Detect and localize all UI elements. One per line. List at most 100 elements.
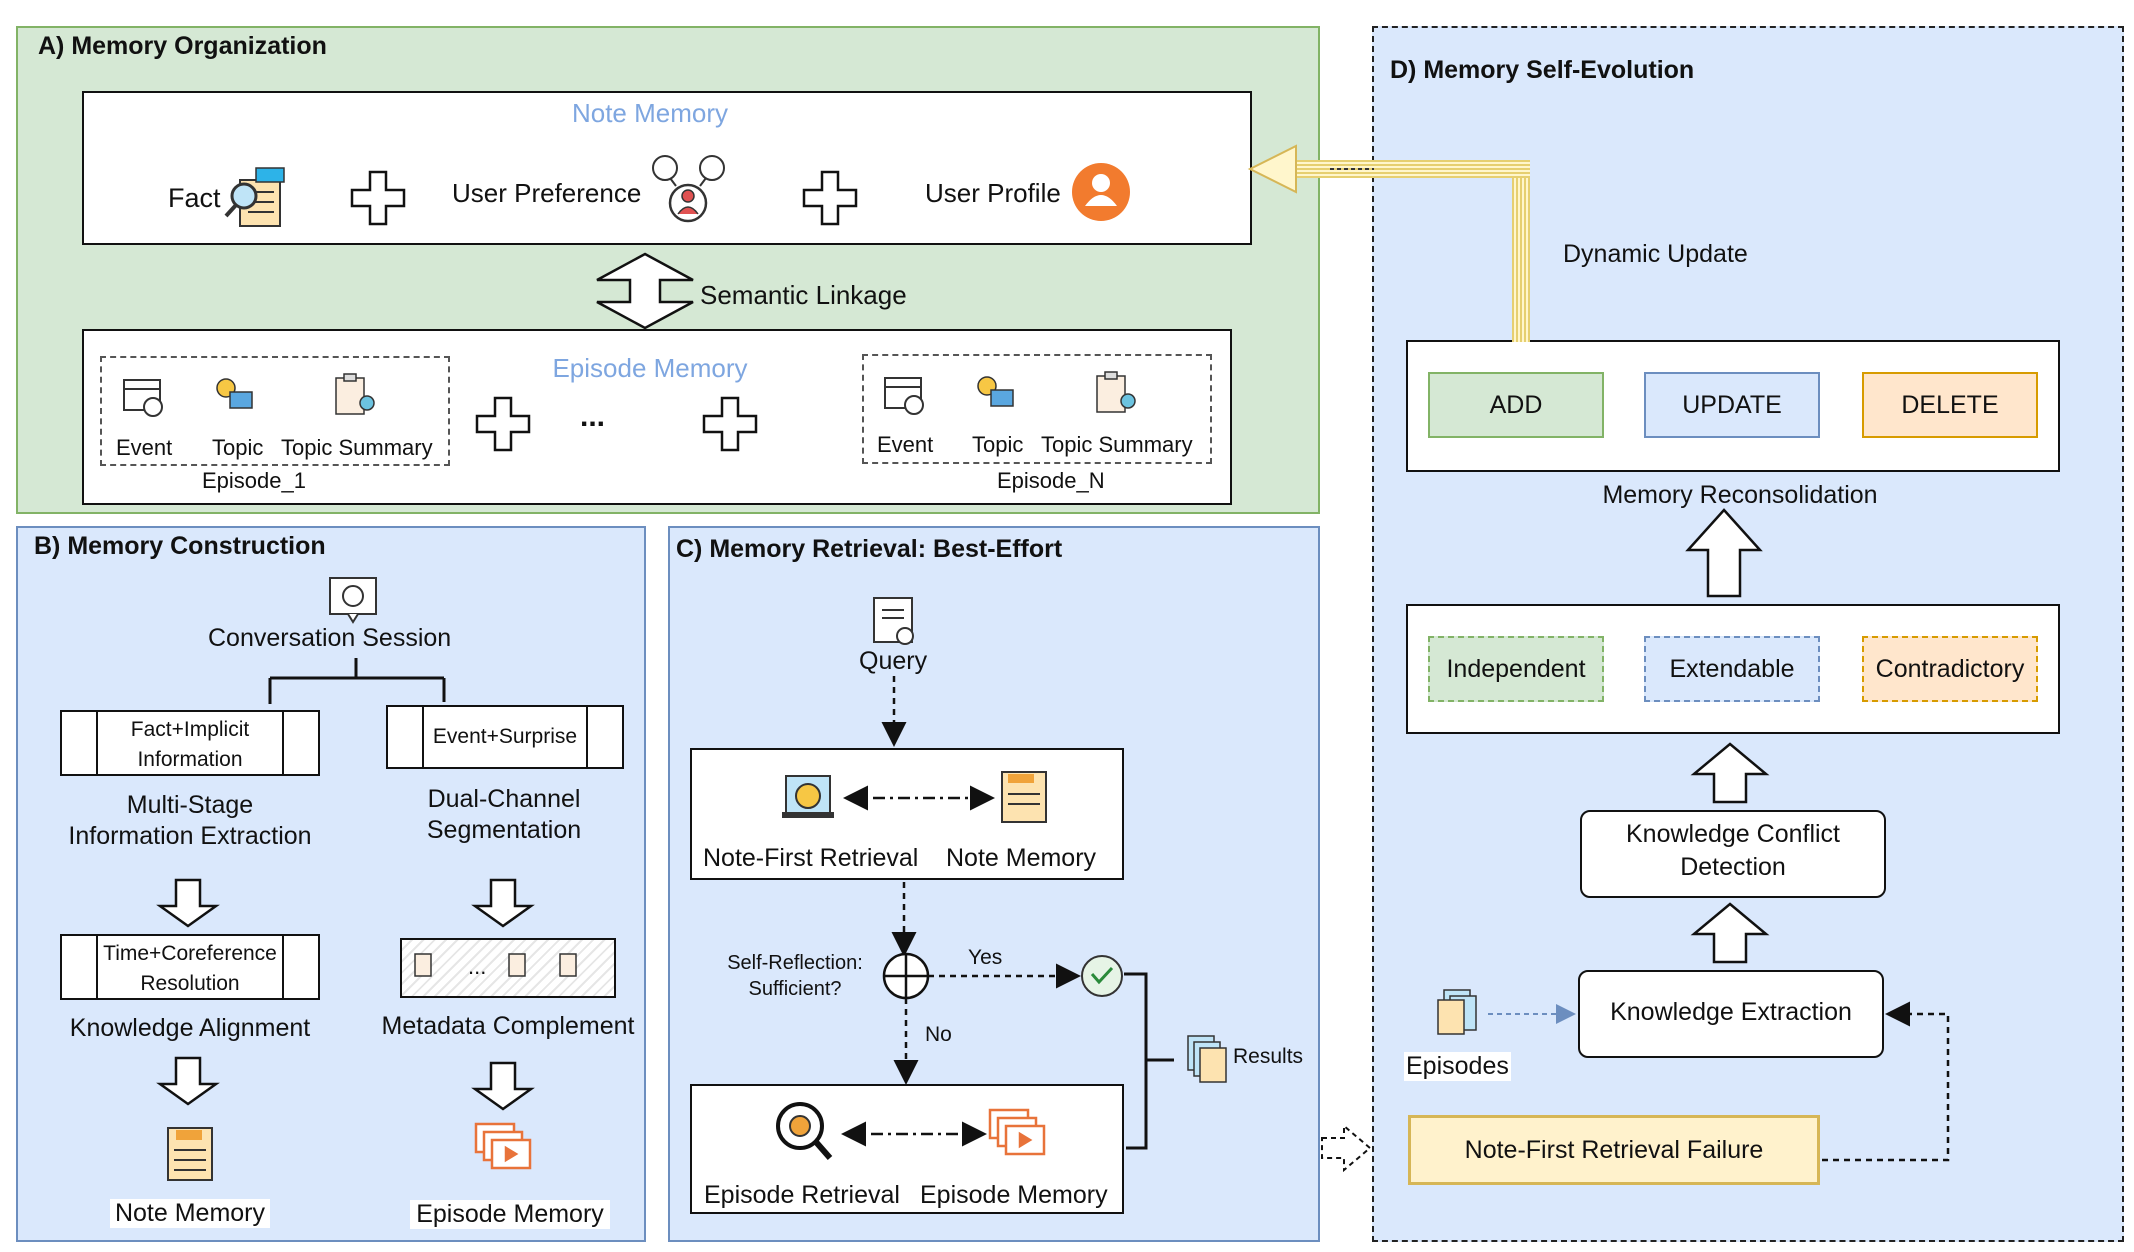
- no-label: No: [925, 1023, 952, 1046]
- episode-ellipsis: ...: [580, 400, 606, 433]
- results-docs-icon: [1187, 1035, 1227, 1083]
- failure-handoff-arrow: [1321, 1123, 1372, 1173]
- episode-n-topic-summary: Topic Summary: [1041, 432, 1193, 457]
- time-coref-line1: Time+Coreference: [103, 942, 277, 965]
- episode-1-topic: Topic: [212, 435, 264, 460]
- dynamic-update-arrowhead: [1247, 144, 1297, 194]
- note-retrieval-box: [690, 748, 1124, 880]
- dynamic-update-path: [1512, 162, 1530, 342]
- yes-label: Yes: [968, 946, 1003, 969]
- fact-label: Fact: [168, 183, 221, 213]
- note-first-retrieval-label: Note-First Retrieval: [703, 844, 919, 872]
- metadata-doc-icon: [414, 953, 577, 977]
- dual-channel-line2: Segmentation: [426, 816, 582, 844]
- down-arrow: [156, 878, 535, 1111]
- calendar-icon: [123, 377, 924, 417]
- query-label: Query: [859, 647, 928, 675]
- note-icon: [167, 1127, 213, 1181]
- knowledge-alignment-label: Knowledge Alignment: [69, 1014, 311, 1042]
- conversation-icon: [329, 577, 377, 624]
- dual-channel-line1: Dual-Channel: [427, 785, 581, 813]
- conversation-session-label: Conversation Session: [208, 624, 452, 652]
- decision-node: [882, 952, 930, 1000]
- metadata-box: [400, 938, 616, 998]
- metadata-complement-label: Metadata Complement: [381, 1012, 635, 1040]
- conflict-line1: Knowledge Conflict: [1625, 820, 1840, 848]
- panel-b-title: B) Memory Construction: [34, 532, 326, 560]
- construction-episode-memory-label: Episode Memory: [410, 1200, 610, 1229]
- contradictory-tag: Contradictory: [1862, 636, 2038, 702]
- conflict-line2: Detection: [1680, 853, 1786, 881]
- fact-icon: [224, 167, 285, 227]
- memory-reconsolidation-label: Memory Reconsolidation: [1602, 481, 1878, 509]
- metadata-ellipsis: ...: [468, 954, 487, 979]
- search-gear-icon: [776, 1102, 833, 1160]
- failure-feedback-arrow: [1822, 1001, 1950, 1162]
- knowledge-conflict-box: [1580, 810, 1886, 898]
- episode-retrieval-label: Episode Retrieval: [704, 1181, 900, 1209]
- episode-n-label: Episode_N: [997, 468, 1105, 493]
- semantic-linkage-arrow: [596, 252, 694, 330]
- construction-note-memory-label: Note Memory: [110, 1199, 270, 1228]
- add-tag: ADD: [1428, 372, 1604, 438]
- episode-memory-box: [82, 329, 1232, 505]
- episode-1-group: [100, 356, 450, 466]
- fact-implicit-line2: Information: [137, 748, 243, 771]
- retrieval-icon: [782, 775, 834, 818]
- update-tag: UPDATE: [1644, 372, 1820, 438]
- multi-stage-line2: Information Extraction: [68, 822, 312, 850]
- episode-media-icon: [988, 1108, 1046, 1156]
- note-first-failure-box: Note-First Retrieval Failure: [1408, 1115, 1820, 1185]
- session-split-connector: [268, 658, 446, 704]
- episode-n-event: Event: [877, 432, 934, 457]
- knowledge-extraction-box: [1578, 970, 1884, 1058]
- episodes-docs-icon: [1437, 989, 1477, 1035]
- episode-1-label: Episode_1: [202, 468, 306, 493]
- multi-stage-label: Multi-Stage Information Extraction: [40, 790, 340, 852]
- user-preference-icon: [652, 155, 725, 223]
- event-surprise-box: Event+Surprise: [386, 705, 624, 769]
- episode-1-topic-summary: Topic Summary: [281, 435, 433, 460]
- retrieval-note-memory-label: Note Memory: [946, 844, 1097, 872]
- time-coref-box: Time+Coreference Resolution: [60, 934, 320, 1000]
- dual-channel-label: Dual-Channel Segmentation: [354, 784, 654, 846]
- episode-n-group: [862, 354, 1212, 464]
- episodes-label: Episodes: [1404, 1052, 1511, 1081]
- independent-tag: Independent: [1428, 636, 1604, 702]
- retrieval-episode-memory-label: Episode Memory: [920, 1181, 1108, 1209]
- topic-icon: [216, 376, 1014, 409]
- episode-retrieval-box: [690, 1084, 1124, 1214]
- note-icon: [1001, 771, 1047, 823]
- user-preference-label: User Preference: [452, 178, 642, 208]
- self-reflection-line1: Self-Reflection:: [727, 952, 863, 974]
- extendable-tag: Extendable: [1644, 636, 1820, 702]
- clipboard-icon: [335, 371, 1136, 415]
- fact-implicit-line1: Fact+Implicit: [130, 718, 250, 741]
- query-icon: [873, 597, 914, 645]
- yes-check-icon: [1081, 955, 1123, 997]
- results-bracket: [1124, 972, 1174, 1150]
- up-arrow: [1685, 508, 1770, 964]
- time-coref-line2: Resolution: [140, 972, 240, 995]
- panel-a-title: A) Memory Organization: [38, 32, 327, 60]
- delete-tag: DELETE: [1862, 372, 2038, 438]
- plus-icon: [350, 170, 858, 452]
- episode-memory-title: Episode Memory: [552, 353, 748, 383]
- episode-media-icon: [474, 1122, 532, 1170]
- self-reflection-line2: Sufficient?: [748, 978, 842, 1000]
- episode-n-topic: Topic: [972, 432, 1024, 457]
- fact-implicit-box: Fact+Implicit Information: [60, 710, 320, 776]
- self-reflection-label: Self-Reflection: Sufficient?: [708, 950, 882, 1002]
- panel-d-title: D) Memory Self-Evolution: [1390, 56, 1695, 84]
- results-label: Results: [1233, 1045, 1304, 1068]
- semantic-linkage-label: Semantic Linkage: [700, 280, 907, 310]
- user-profile-label: User Profile: [925, 178, 1061, 208]
- panel-memory-construction: [16, 526, 646, 1242]
- event-surprise-text: Event+Surprise: [432, 725, 578, 748]
- panel-c-title: C) Memory Retrieval: Best-Effort: [676, 535, 1063, 563]
- episode-1-event: Event: [116, 435, 173, 460]
- user-profile-icon: [1072, 163, 1130, 221]
- knowledge-conflict-label: Knowledge Conflict Detection: [1580, 818, 1886, 884]
- dynamic-update-label: Dynamic Update: [1563, 240, 1748, 268]
